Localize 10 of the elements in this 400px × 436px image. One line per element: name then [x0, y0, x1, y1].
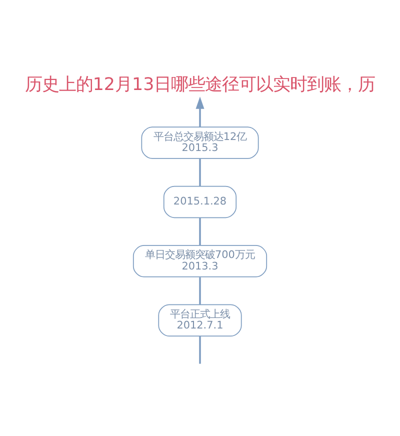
node-box: 平台总交易额达12亿 2015.3	[141, 126, 259, 158]
diagram-title: 历史上的12月13日哪些途径可以实时到账，历	[24, 74, 376, 94]
connector	[199, 276, 201, 304]
node-box: 2015.1.28	[163, 185, 237, 218]
connector	[199, 158, 201, 186]
connector	[199, 336, 201, 364]
arrow	[196, 96, 204, 126]
connector	[199, 218, 201, 245]
node-box: 平台正式上线 2012.7.1	[158, 304, 242, 336]
node-box: 单日交易额突破700万元 2013.3	[132, 244, 268, 277]
